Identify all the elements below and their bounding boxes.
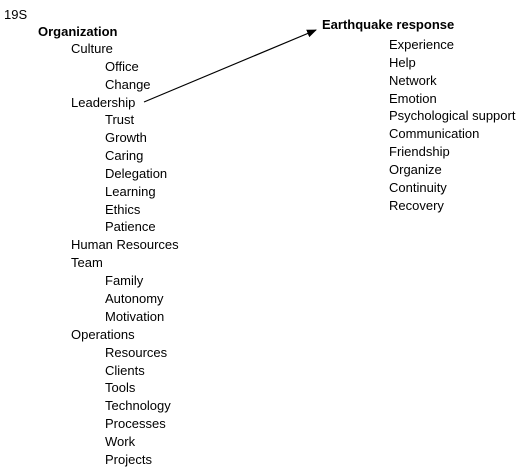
operations-item: Projects xyxy=(105,452,152,467)
earthquake-item: Recovery xyxy=(389,198,444,213)
leadership-item: Ethics xyxy=(105,202,141,217)
leadership-item: Patience xyxy=(105,219,156,234)
operations-item: Technology xyxy=(105,398,171,413)
earthquake-item: Continuity xyxy=(389,180,447,195)
culture-item: Change xyxy=(105,77,151,92)
group-team: Team xyxy=(71,255,103,270)
figure-label: 19S xyxy=(4,7,28,22)
leadership-item: Learning xyxy=(105,184,156,199)
arrow-line xyxy=(143,29,317,103)
leadership-item: Growth xyxy=(105,130,147,145)
operations-item: Work xyxy=(105,434,136,449)
earthquake-item: Experience xyxy=(389,37,455,52)
culture-item: Office xyxy=(105,59,139,74)
earthquake-item: Network xyxy=(389,73,437,88)
team-item: Autonomy xyxy=(105,291,164,306)
team-item: Motivation xyxy=(105,309,165,324)
leadership-item: Caring xyxy=(105,148,144,163)
earthquake-item: Help xyxy=(389,55,416,70)
group-leadership: Leadership xyxy=(71,95,136,110)
leadership-item: Trust xyxy=(105,112,135,127)
operations-item: Tools xyxy=(105,380,136,395)
group-culture: Culture xyxy=(71,41,113,56)
earthquake-item: Emotion xyxy=(389,91,437,106)
right-root-earthquake-response: Earthquake response xyxy=(322,17,455,32)
earthquake-item: Communication xyxy=(389,126,480,141)
group-human-resources: Human Resources xyxy=(71,237,179,252)
team-item: Family xyxy=(105,273,144,288)
group-operations: Operations xyxy=(71,327,135,342)
leadership-item: Delegation xyxy=(105,166,168,181)
operations-item: Resources xyxy=(105,345,168,360)
left-root-organization: Organization xyxy=(38,24,118,39)
earthquake-item: Organize xyxy=(389,162,442,177)
earthquake-item: Friendship xyxy=(389,144,450,159)
earthquake-item: Psychological support xyxy=(389,108,516,123)
operations-item: Processes xyxy=(105,416,166,431)
operations-item: Clients xyxy=(105,363,145,378)
